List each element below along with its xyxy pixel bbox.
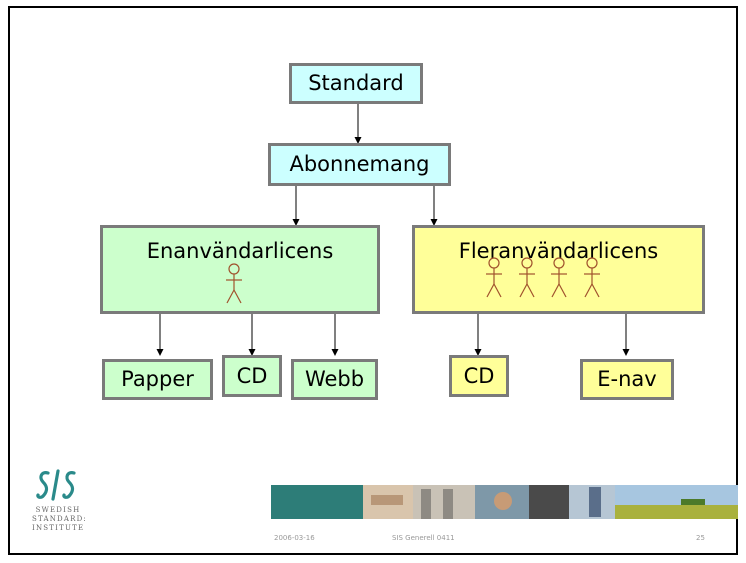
connector-arrows xyxy=(156,103,630,356)
node-standard-label: Standard xyxy=(308,71,404,95)
logo-line: STANDARD: xyxy=(32,515,87,523)
logo-line: SWEDISH xyxy=(35,506,81,514)
node-e-nav: E-nav xyxy=(580,359,674,400)
node-enanvandarlicens: Enanvändarlicens xyxy=(100,225,380,314)
node-cd-single-user-label: CD xyxy=(236,363,268,388)
stick-figure-icon xyxy=(486,257,502,298)
footer-date: 2006-03-16 xyxy=(274,534,315,542)
node-fleranvandarlicens-label: Fleranvändarlicens xyxy=(458,239,659,263)
slide: Standard Abonnemang Enanvändarlicens Fle… xyxy=(8,6,738,555)
sis-logo-mark-icon xyxy=(36,469,76,501)
node-standard: Standard xyxy=(289,63,423,104)
footer-doc-id: SIS Generell 0411 xyxy=(392,534,455,542)
stick-figure-icon xyxy=(584,257,600,298)
node-e-nav-label: E-nav xyxy=(597,367,657,391)
stick-figure-icon xyxy=(551,257,567,298)
node-papper: Papper xyxy=(102,359,213,400)
node-webb-label: Webb xyxy=(304,367,365,391)
node-enanvandarlicens-label: Enanvändarlicens xyxy=(146,239,334,263)
logo-line: INSTITUTE xyxy=(32,524,85,532)
stick-figure-icon xyxy=(226,263,242,304)
node-cd-multi-user: CD xyxy=(449,355,509,397)
node-webb: Webb xyxy=(291,359,378,400)
node-papper-label: Papper xyxy=(121,367,194,391)
footer-page-number: 25 xyxy=(696,534,705,542)
photo-banner xyxy=(271,485,738,519)
sis-logo-text: SWEDISH STANDARD: INSTITUTE xyxy=(32,506,87,533)
node-cd-multi-user-label: CD xyxy=(463,363,495,388)
node-abonnemang: Abonnemang xyxy=(268,143,451,186)
node-cd-single-user: CD xyxy=(222,355,282,397)
node-abonnemang-label: Abonnemang xyxy=(289,152,430,176)
stick-figure-icon xyxy=(519,257,535,298)
